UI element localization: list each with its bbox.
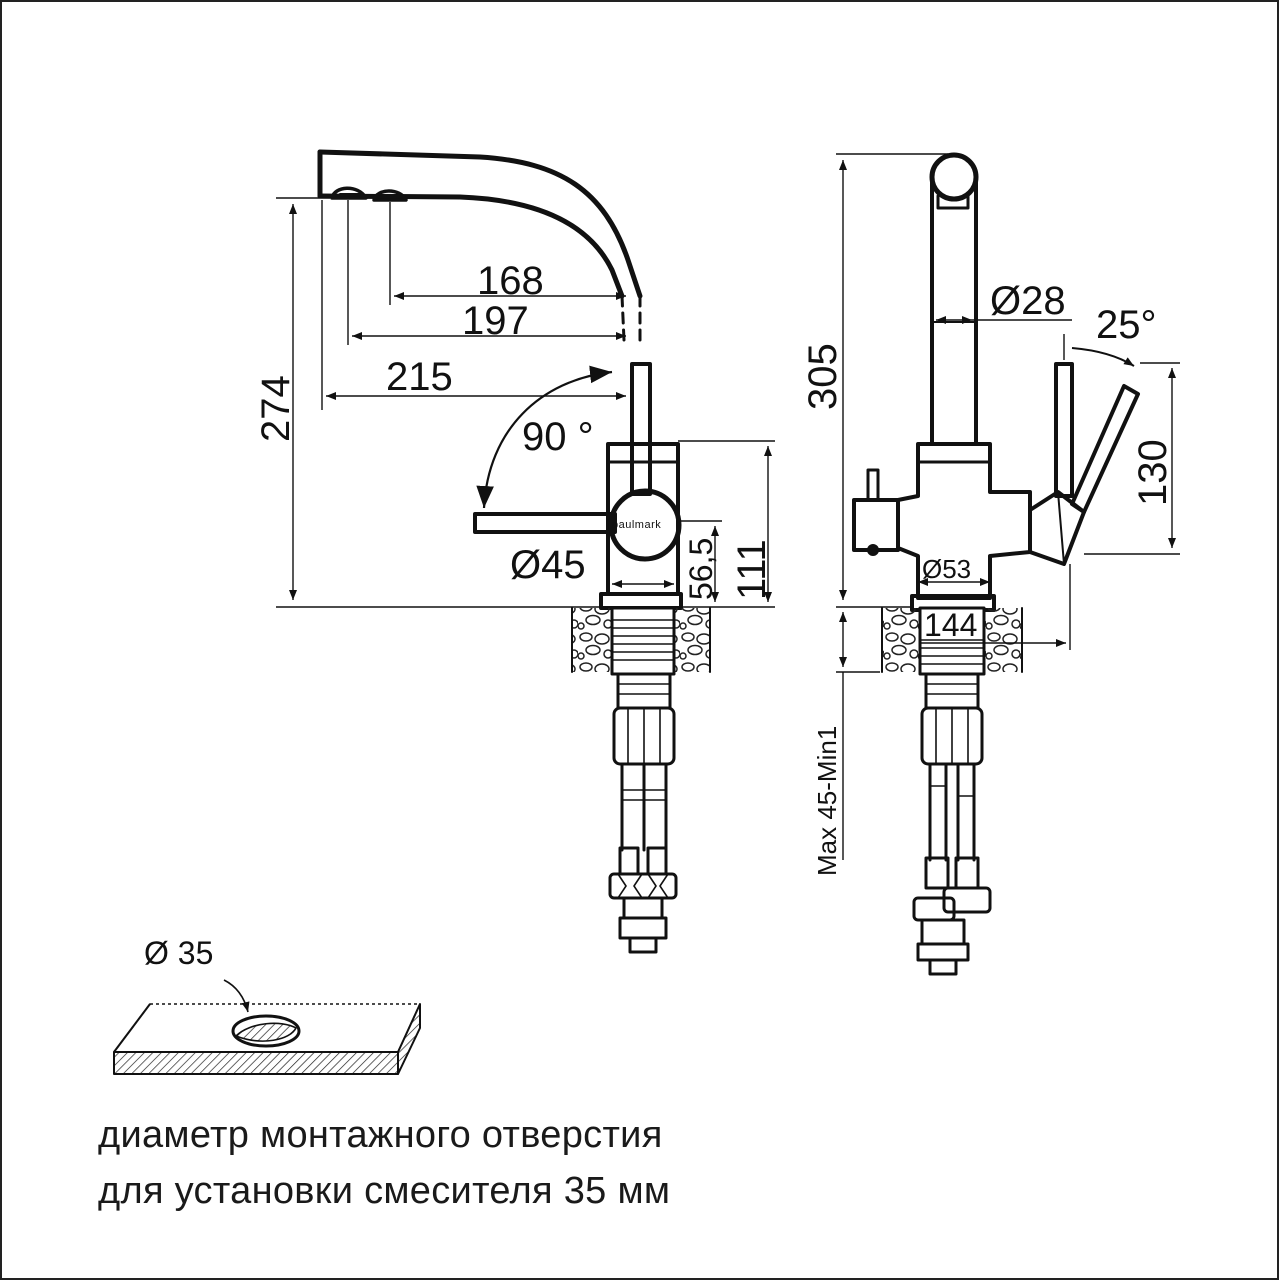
brand-logo: paulmark bbox=[612, 519, 661, 531]
dim-hole-diameter: Ø 35 bbox=[144, 935, 213, 971]
side-view bbox=[317, 149, 711, 954]
dim-lever-angle: 25° bbox=[1096, 303, 1157, 347]
dim-305: 305 bbox=[801, 343, 845, 410]
dim-215: 215 bbox=[386, 355, 453, 399]
dim-168: 168 bbox=[477, 259, 544, 303]
dim-swivel-angle: 90 ° bbox=[522, 415, 594, 459]
dim-spout-diameter: Ø28 bbox=[990, 279, 1066, 323]
dim-274: 274 bbox=[254, 375, 298, 442]
mounting-hole-sketch bbox=[113, 979, 421, 1075]
side-view-dimensions bbox=[276, 197, 775, 608]
dim-body-diameter: Ø45 bbox=[510, 543, 586, 587]
caption-line-2: для установки смесителя 35 мм bbox=[98, 1170, 671, 1212]
dim-144: 144 bbox=[924, 607, 977, 643]
caption-line-1: диаметр монтажного отверстия bbox=[98, 1114, 663, 1156]
front-view-dimensions bbox=[836, 153, 1180, 860]
dim-countertop-thickness: Max 45-Min1 bbox=[812, 726, 842, 876]
dim-111: 111 bbox=[730, 539, 774, 600]
dim-130: 130 bbox=[1131, 439, 1175, 506]
front-view bbox=[852, 152, 1140, 976]
dim-56-5: 56,5 bbox=[683, 538, 719, 600]
dim-197: 197 bbox=[462, 299, 529, 343]
dim-base-diameter: Ø53 bbox=[922, 554, 971, 584]
